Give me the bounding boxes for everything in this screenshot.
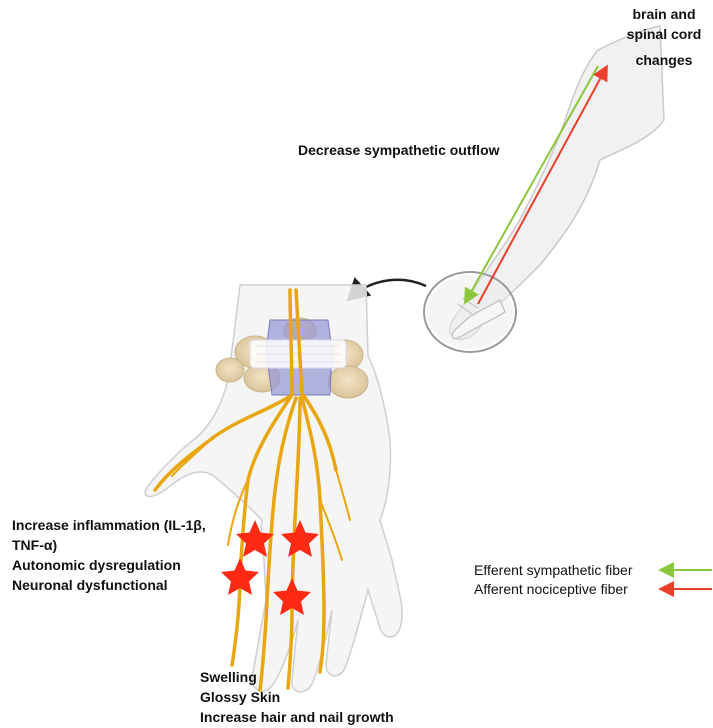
- left-effects-list: Increase inflammation (IL-1β, TNF-α) Aut…: [12, 515, 206, 595]
- bottom-item-swelling: Swelling: [200, 667, 394, 687]
- brain-spinal-line-3: changes: [620, 50, 708, 70]
- bottom-effects-list: Swelling Glossy Skin Increase hair and n…: [200, 667, 394, 727]
- bottom-item-hair-nail: Increase hair and nail growth: [200, 707, 394, 727]
- bottom-item-glossy: Glossy Skin: [200, 687, 394, 707]
- left-item-tnf: TNF-α): [12, 535, 206, 555]
- brain-spinal-line-2: spinal cord: [620, 24, 708, 44]
- legend-afferent-label: Afferent nociceptive fiber: [474, 581, 628, 597]
- brain-spinal-label: brain and spinal cord changes: [620, 4, 708, 70]
- left-item-neuronal: Neuronal dysfunctional: [12, 575, 206, 595]
- brain-spinal-line-1: brain and: [620, 4, 708, 24]
- legend-efferent-label: Efferent sympathetic fiber: [474, 562, 632, 578]
- arm-illustration: [424, 26, 664, 352]
- sympathetic-outflow-label: Decrease sympathetic outflow: [298, 140, 500, 160]
- left-item-autonomic: Autonomic dysregulation: [12, 555, 206, 575]
- left-item-inflammation: Increase inflammation (IL-1β,: [12, 515, 206, 535]
- legend-efferent: Efferent sympathetic fiber: [474, 562, 632, 578]
- hand-illustration: [145, 285, 402, 692]
- legend-afferent: Afferent nociceptive fiber: [474, 581, 628, 597]
